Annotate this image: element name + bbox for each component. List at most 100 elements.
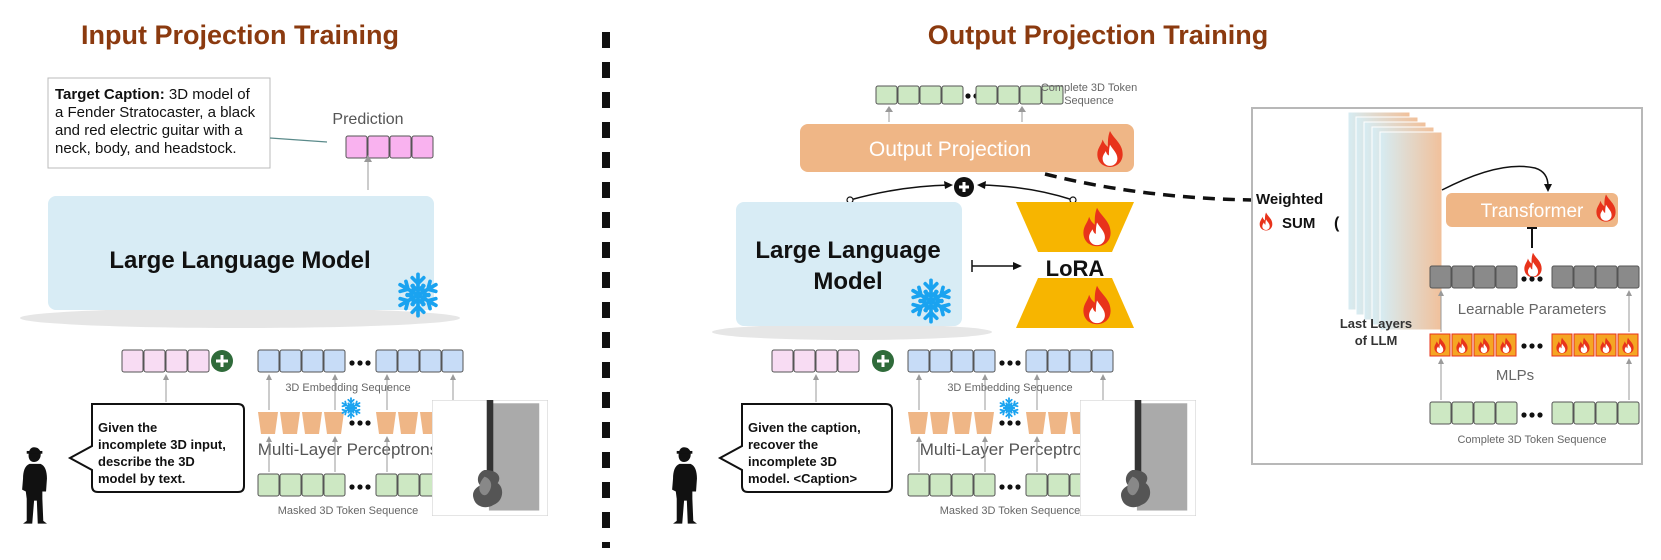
right-complete-tokens: [875, 85, 1064, 105]
left-guitar-image: [432, 400, 548, 516]
complete-token: [997, 85, 1020, 105]
token-arrowhead: [982, 436, 988, 442]
inset-connector: [1044, 172, 1253, 202]
complete-token: [1473, 401, 1496, 425]
learnable-token: [1473, 265, 1496, 289]
masked-token: [323, 473, 346, 497]
token-arrowhead: [1034, 436, 1040, 442]
target-caption-line-4: neck, body, and headstock.: [55, 140, 237, 157]
left-mlp-label: Multi-Layer Perceptrons: [258, 440, 438, 459]
left-llm-label: Large Language Model: [109, 247, 370, 274]
masked-token: [397, 473, 420, 497]
right-llm-label-1: Large Language: [755, 237, 940, 264]
left-prompt-line-1: Given the: [98, 420, 157, 435]
left-embedding-tokens: [257, 349, 464, 373]
left-plus-icon: [211, 350, 233, 372]
text-token: [837, 349, 860, 373]
right-llm-label-2: Model: [813, 268, 882, 295]
complete-token: [1573, 401, 1596, 425]
caption-connector: [269, 137, 328, 143]
embedding-token: [973, 349, 996, 373]
learnable-token: [1551, 265, 1574, 289]
learnable-token: [1429, 265, 1452, 289]
prediction-label: Prediction: [332, 111, 403, 128]
mlp-block: [974, 412, 994, 434]
target-caption-line-3: and red electric guitar with a: [55, 122, 243, 139]
ellipsis-dots: [1521, 412, 1527, 418]
text-token: [165, 349, 188, 373]
right-person-icon: [672, 447, 697, 524]
masked-token: [257, 473, 280, 497]
complete-token: [897, 85, 920, 105]
transformer-label: Transformer: [1481, 201, 1584, 222]
token-arrowhead: [163, 374, 169, 380]
complete-token: [1495, 401, 1518, 425]
learnable-token: [1573, 265, 1596, 289]
embedding-token: [951, 349, 974, 373]
embedding-token: [1025, 349, 1048, 373]
right-guitar-image: [1080, 400, 1196, 516]
layers-to-transformer-arrowhead: [1544, 184, 1552, 192]
ellipsis-dots: [365, 360, 371, 366]
right-prompt-line-3: incomplete 3D: [748, 454, 837, 469]
prediction-token: [389, 135, 412, 159]
mlp-block: [908, 412, 928, 434]
left-prompt-line-3: describe the 3D: [98, 454, 195, 469]
right-mlp-snowflake-icon: [999, 398, 1019, 418]
masked-token: [929, 473, 952, 497]
right-prompt-line-4: model. <Caption>: [748, 471, 857, 486]
complete-token: [1617, 401, 1640, 425]
left-person-icon: [22, 447, 47, 524]
llm-to-plus-arrowhead: [944, 181, 953, 189]
ellipsis-dots: [357, 484, 363, 490]
ellipsis-dots: [1529, 343, 1535, 349]
token-arrowhead: [982, 374, 988, 380]
left-masked-label: Masked 3D Token Sequence: [278, 505, 418, 517]
embedding-token: [375, 349, 398, 373]
embedding-token: [397, 349, 420, 373]
right-top-arrows: [885, 106, 1026, 122]
right-prompt-line-1: Given the caption,: [748, 420, 861, 435]
mlp-block: [930, 412, 950, 434]
ellipsis-dots: [349, 484, 355, 490]
ellipsis-dots: [1015, 484, 1021, 490]
left-prompt-bubble: [67, 403, 245, 493]
masked-token: [375, 473, 398, 497]
left-llm-box: [48, 196, 434, 310]
masked-token: [279, 473, 302, 497]
target-caption-line-1: Target Caption: 3D model of: [55, 86, 251, 103]
embedding-token: [1091, 349, 1114, 373]
transformer-box: [1446, 193, 1618, 227]
text-token: [793, 349, 816, 373]
text-token: [121, 349, 144, 373]
inset-mlp-blocks: [1429, 333, 1639, 357]
target-caption-line-2: a Fender Stratocaster, a black: [55, 104, 256, 121]
right-complete-label-2: Sequence: [1064, 95, 1114, 107]
token-arrowhead: [813, 374, 819, 380]
target-caption-text-1: 3D model of: [165, 86, 251, 103]
mlp-block: [258, 412, 278, 434]
token-arrowhead: [266, 436, 272, 442]
target-caption-box: [47, 77, 271, 169]
left-embedding-label: 3D Embedding Sequence: [285, 382, 410, 394]
right-complete-label-1: Complete 3D Token: [1041, 82, 1137, 94]
lora-label: LoRA: [1046, 256, 1105, 281]
text-token: [815, 349, 838, 373]
learnable-token: [1617, 265, 1640, 289]
layers-to-transformer-arrow: [1441, 165, 1549, 191]
token-arrowhead: [384, 374, 390, 380]
right-prompt-line-2: recover the: [748, 437, 818, 452]
ellipsis-dots: [999, 484, 1005, 490]
ellipsis-dots: [999, 420, 1005, 426]
complete-token: [1041, 85, 1064, 105]
ellipsis-dots: [365, 484, 371, 490]
inset-complete-tokens: [1429, 401, 1640, 425]
token-arrowhead: [450, 374, 456, 380]
complete-token: [1451, 401, 1474, 425]
learnable-label: Learnable Parameters: [1458, 301, 1606, 318]
mlp-block: [398, 412, 418, 434]
masked-token: [973, 473, 996, 497]
embedding-token: [1047, 349, 1070, 373]
ellipsis-dots: [1007, 484, 1013, 490]
